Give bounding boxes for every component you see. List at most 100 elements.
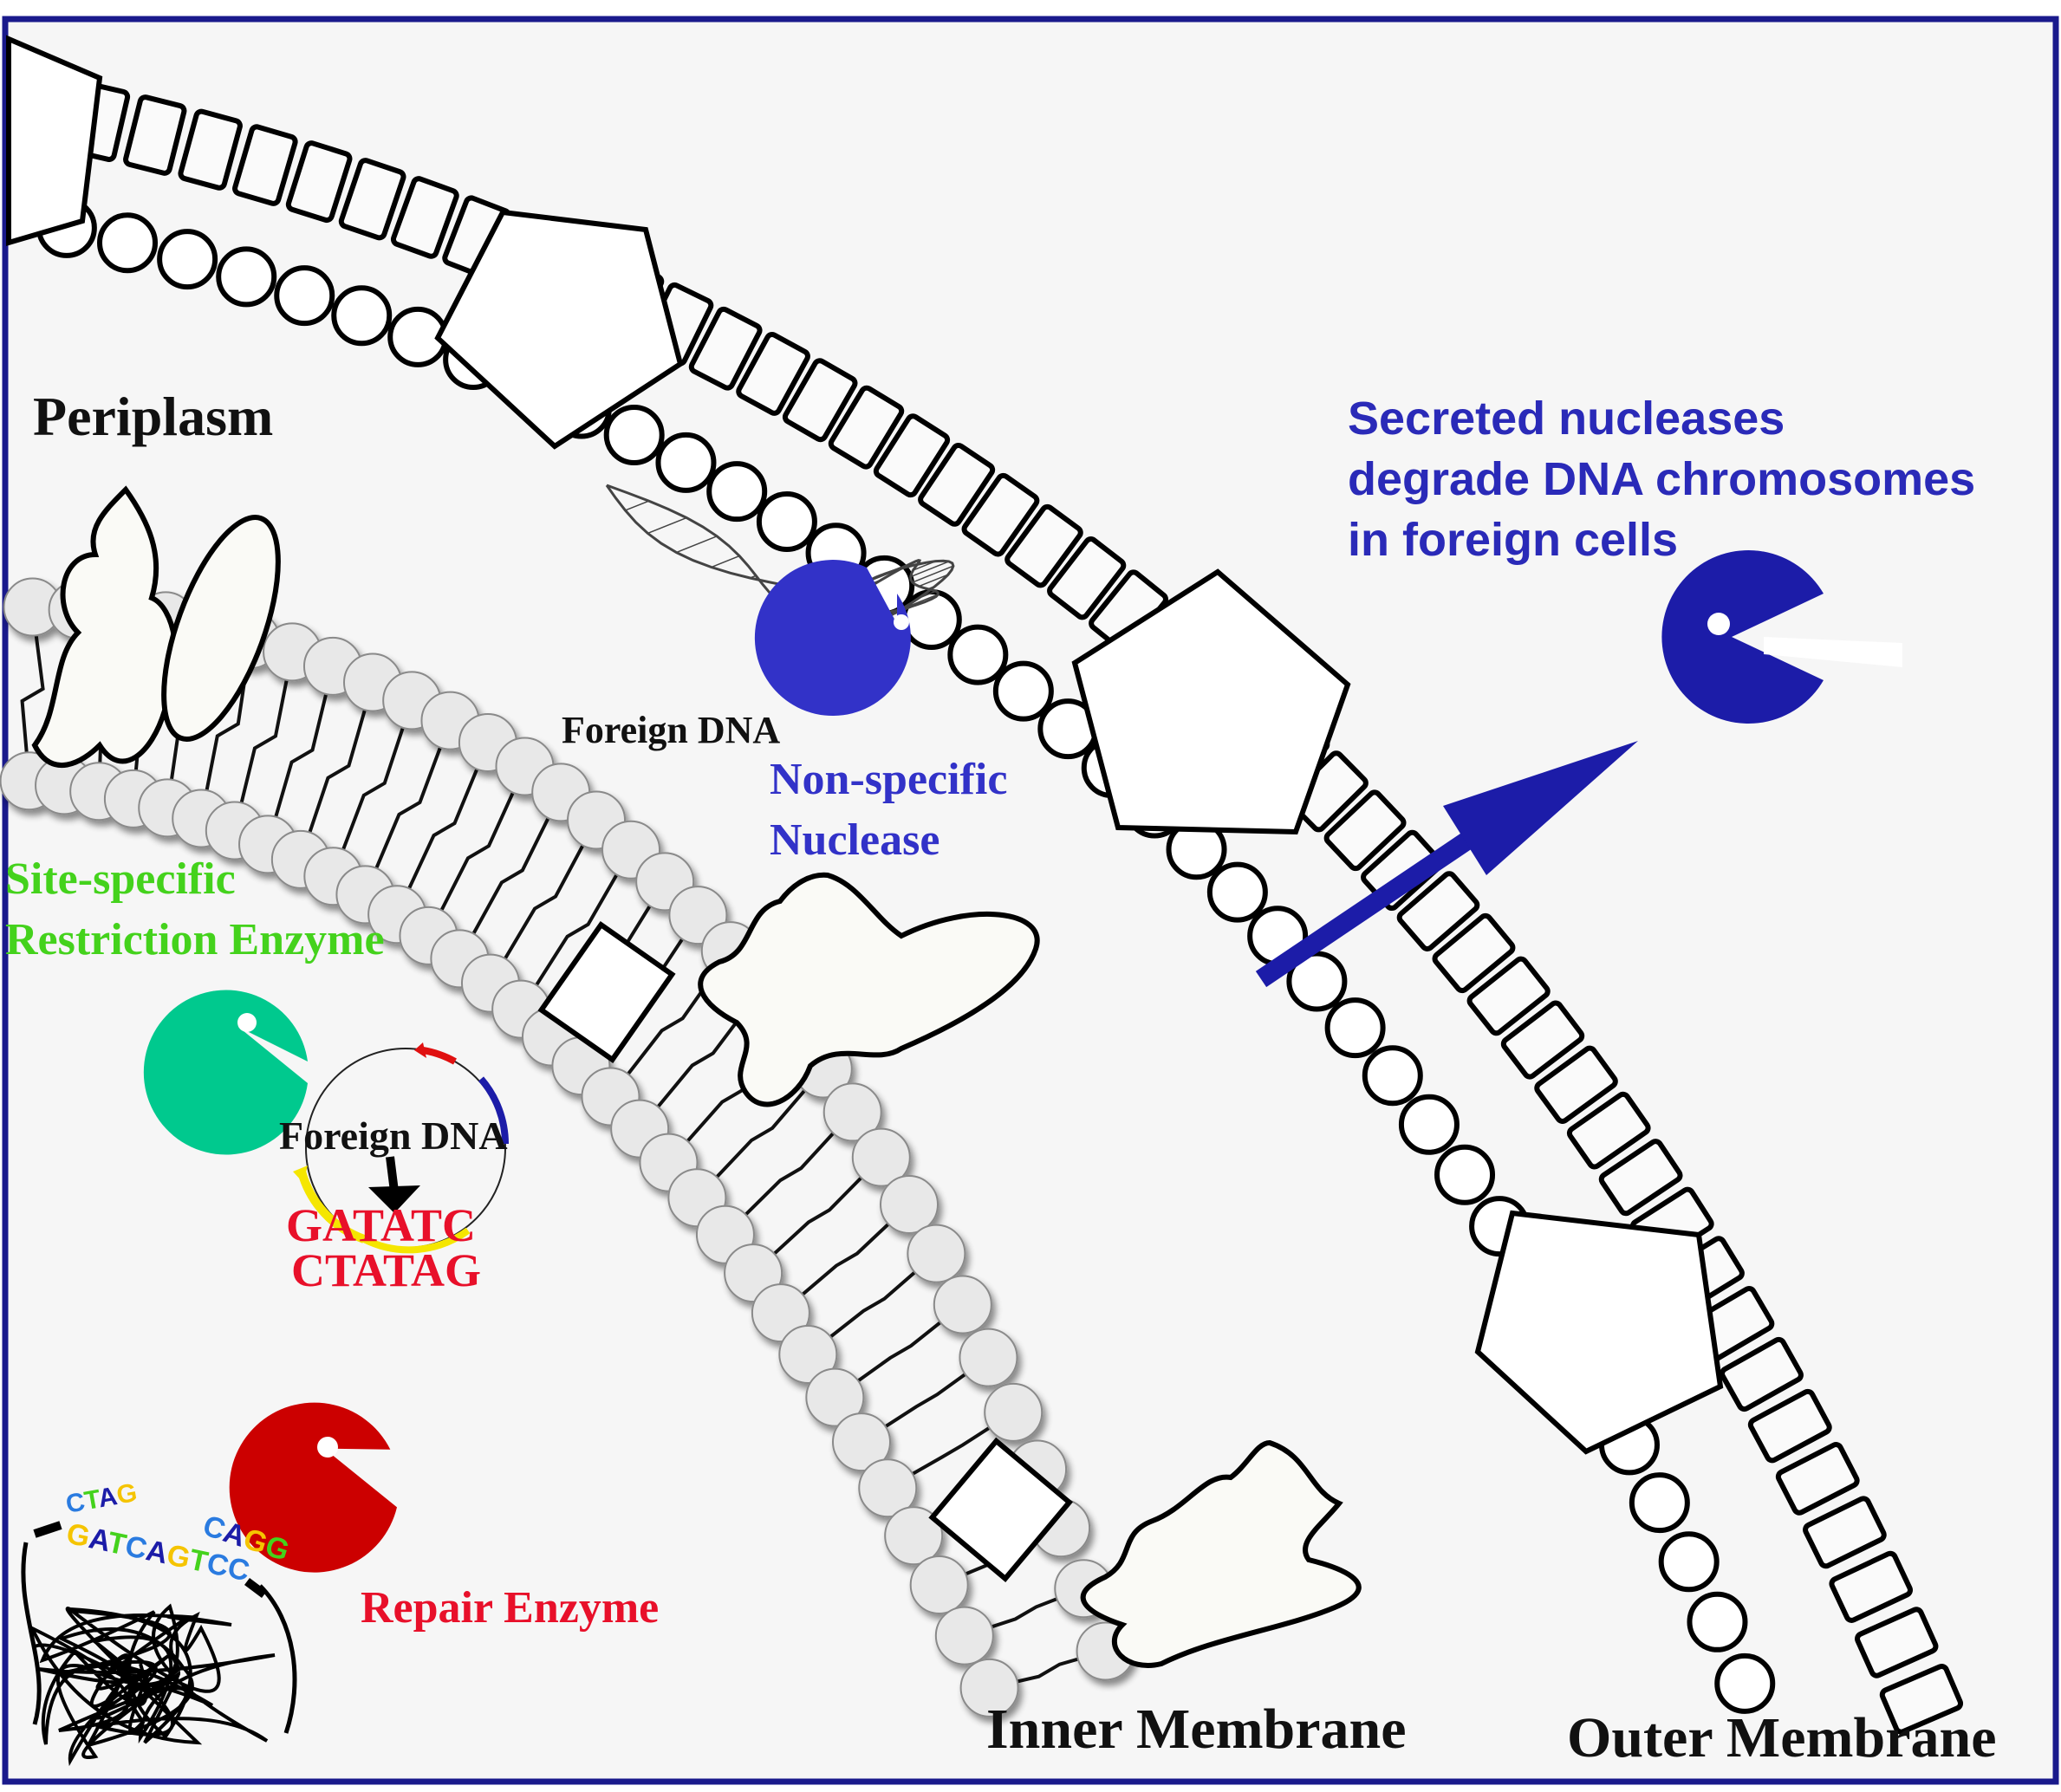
lipid-tail bbox=[779, 1203, 911, 1315]
base-pair bbox=[625, 500, 649, 511]
svg-text:CTAG: CTAG bbox=[63, 1478, 139, 1519]
nuclease-eye bbox=[1707, 613, 1730, 635]
nuclease-eye bbox=[894, 614, 909, 630]
secreted-nuclease-pacman-icon bbox=[1661, 550, 1824, 724]
porin-pentagon bbox=[1474, 1210, 1724, 1455]
outer-membrane-block bbox=[1803, 1496, 1887, 1569]
outer-membrane-block bbox=[1829, 1550, 1914, 1623]
outer-membrane-block bbox=[285, 140, 353, 224]
dna-letters: CTAG GATCAGTCC CAGG bbox=[63, 1478, 293, 1587]
circular-dna-icon bbox=[293, 1042, 509, 1254]
outer-membrane-block bbox=[123, 94, 187, 176]
lipid-tail bbox=[489, 819, 598, 984]
lipopolysaccharide-head bbox=[655, 432, 717, 493]
base-pair bbox=[918, 574, 949, 588]
non-specific-nuclease-label: Non-specific Nuclease bbox=[770, 750, 1007, 871]
inner-membrane-label: Inner Membrane bbox=[986, 1698, 1407, 1761]
lipopolysaccharide-head bbox=[992, 660, 1054, 722]
foreign-dna-label: Foreign DNA bbox=[562, 709, 781, 751]
outer-membrane-block bbox=[1598, 1139, 1683, 1217]
restriction-enzyme-pacman-icon bbox=[143, 990, 308, 1155]
membrane-protein-oval bbox=[161, 514, 281, 743]
sequence-line: GATATC bbox=[286, 1199, 477, 1251]
outer-membrane-block bbox=[1432, 912, 1516, 994]
porin-pentagon bbox=[434, 209, 684, 450]
lipid-tail bbox=[395, 742, 490, 916]
label-line: Site-specific bbox=[5, 854, 236, 904]
porin-pentagon bbox=[1071, 568, 1351, 835]
outer-membrane-block bbox=[1534, 1045, 1618, 1125]
porin-pentagon bbox=[6, 35, 103, 247]
caption-line: degrade DNA chromosomes bbox=[1348, 453, 1976, 505]
outer-membrane-block bbox=[1720, 1336, 1804, 1412]
lipid-head bbox=[880, 1174, 939, 1234]
lipopolysaccharide-head bbox=[1714, 1652, 1776, 1714]
lipid-tail bbox=[331, 699, 414, 877]
secretion-arrow-icon bbox=[1255, 741, 1638, 988]
caption-line: Secreted nucleases bbox=[1348, 393, 1785, 445]
lipid-head bbox=[934, 1606, 994, 1665]
lipid-tail bbox=[834, 1302, 965, 1399]
lipid-head bbox=[884, 1506, 944, 1566]
transporter-square bbox=[928, 1437, 1073, 1583]
lipopolysaccharide-head bbox=[1362, 1045, 1423, 1107]
lipid-head bbox=[778, 1325, 838, 1385]
base-pair bbox=[711, 555, 740, 568]
lipid-tail bbox=[724, 1111, 855, 1237]
tangled-dna-icon bbox=[21, 1521, 297, 1767]
plasmid-foreign-dna-label: Foreign DNA bbox=[279, 1114, 508, 1158]
lipopolysaccharide-head bbox=[216, 246, 277, 308]
lipopolysaccharide-head bbox=[157, 229, 218, 290]
lipopolysaccharide-head bbox=[706, 461, 768, 523]
periplasm-label: Periplasm bbox=[33, 386, 274, 447]
lipid-tail bbox=[426, 765, 527, 937]
lipid-head bbox=[751, 1283, 810, 1343]
lipid-head bbox=[909, 1555, 969, 1615]
outer-membrane-block bbox=[1047, 536, 1127, 620]
lipid-tail bbox=[298, 681, 374, 860]
base-pair bbox=[647, 516, 687, 535]
lipid-tail bbox=[860, 1355, 990, 1444]
label-line: Non-specific bbox=[770, 755, 1008, 804]
lipid-tail bbox=[363, 719, 452, 896]
nuclease-eye bbox=[317, 1437, 338, 1458]
lipid-head bbox=[851, 1127, 911, 1187]
lipopolysaccharide-head bbox=[331, 285, 393, 347]
lipid-tail bbox=[458, 791, 562, 960]
lipopolysaccharide-head bbox=[1687, 1591, 1748, 1652]
outer-membrane-block bbox=[1747, 1388, 1832, 1464]
outer-membrane-block bbox=[1855, 1607, 1939, 1678]
lipid-head bbox=[959, 1658, 1019, 1717]
outer-membrane-block bbox=[178, 108, 243, 191]
outer-membrane-block bbox=[1323, 789, 1407, 872]
lipid-tail bbox=[20, 607, 45, 782]
outer-membrane-block bbox=[1396, 871, 1480, 951]
lipopolysaccharide-head bbox=[756, 490, 817, 552]
outer-membrane-block bbox=[1500, 1000, 1585, 1080]
lipid-tail bbox=[695, 1068, 825, 1199]
outer-membrane-block bbox=[1566, 1091, 1651, 1170]
caption-line: in foreign cells bbox=[1348, 514, 1679, 566]
lipid-tail bbox=[266, 666, 335, 845]
outer-membrane-label: Outer Membrane bbox=[1567, 1706, 1997, 1769]
repair-enzyme-pacman-icon bbox=[229, 1402, 398, 1573]
outer-membrane-block bbox=[1879, 1664, 1964, 1735]
chromosome-tangle bbox=[28, 1603, 276, 1767]
membrane-protein bbox=[1080, 1439, 1362, 1668]
lipid-tail bbox=[807, 1252, 938, 1356]
lipopolysaccharide-head bbox=[947, 624, 1009, 685]
repair-enzyme-label: Repair Enzyme bbox=[361, 1583, 660, 1633]
lipopolysaccharide-head bbox=[603, 404, 665, 465]
lipopolysaccharide-head bbox=[274, 265, 335, 327]
lipopolysaccharide-head bbox=[1658, 1531, 1720, 1593]
outer-membrane-block bbox=[736, 332, 810, 416]
label-line: Restriction Enzyme bbox=[5, 915, 385, 964]
lipid-head bbox=[984, 1382, 1044, 1442]
restriction-enzyme-label: Site-specific Restriction Enzyme bbox=[5, 849, 385, 971]
outer-membrane-block bbox=[828, 385, 905, 470]
outer-membrane-block bbox=[961, 472, 1040, 557]
outer-membrane-block bbox=[390, 176, 459, 259]
lipid-head bbox=[907, 1224, 966, 1283]
label-line: Nuclease bbox=[770, 815, 940, 865]
inner-membrane bbox=[0, 485, 1362, 1717]
